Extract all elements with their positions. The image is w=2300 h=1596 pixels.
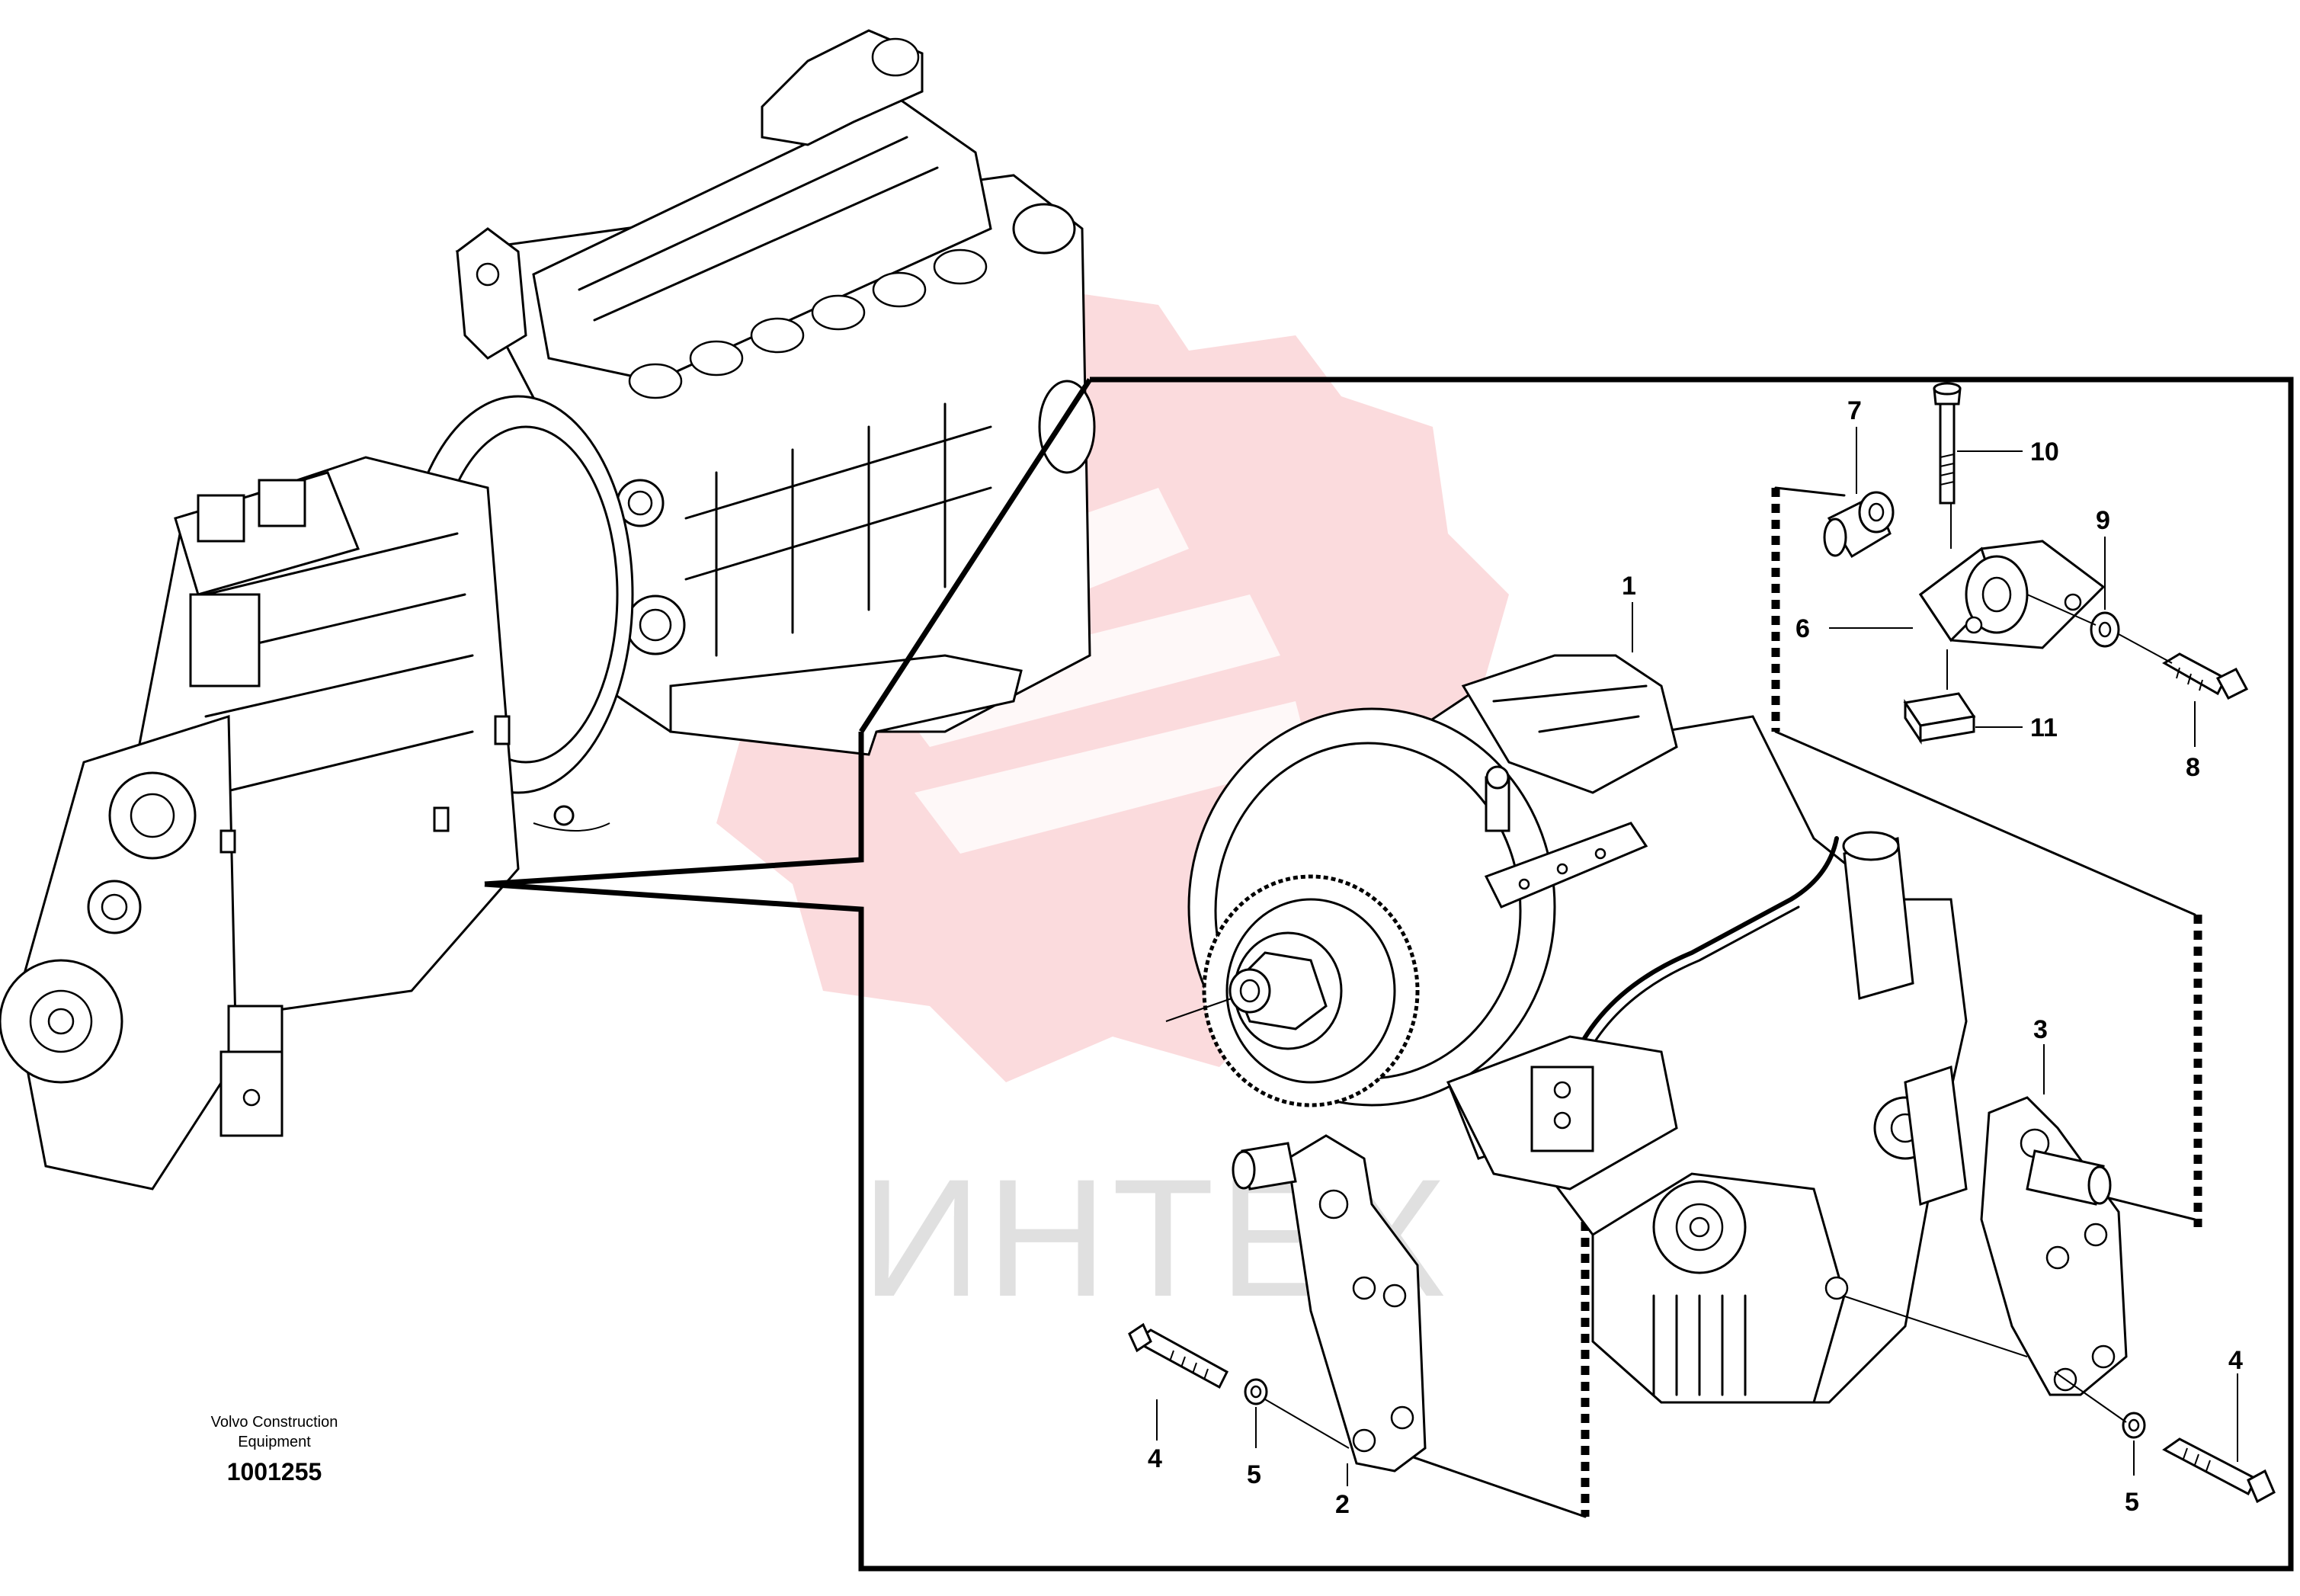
mount-bracket-part6 bbox=[1918, 540, 2106, 649]
bolt-right-part4 bbox=[2162, 1437, 2276, 1504]
screw-part8 bbox=[2162, 652, 2249, 700]
callout-7: 7 bbox=[1847, 396, 1862, 425]
washer-right-part5 bbox=[2122, 1412, 2146, 1439]
bracket-right-part3 bbox=[1980, 1096, 2128, 1396]
callout-1: 1 bbox=[1622, 572, 1636, 601]
callout-6: 6 bbox=[1795, 614, 1810, 643]
rubber-cushion-part7 bbox=[1823, 491, 1895, 559]
washer-left-part5 bbox=[1244, 1378, 1268, 1405]
bolt-part10 bbox=[1933, 382, 1962, 505]
drawing-number: 1001255 bbox=[227, 1458, 322, 1485]
callout-5-right: 5 bbox=[2125, 1488, 2139, 1517]
washer-part9 bbox=[2090, 611, 2120, 648]
callout-2: 2 bbox=[1335, 1490, 1350, 1519]
drawing-credit: Volvo Construction Equipment 1001255 bbox=[211, 1414, 338, 1485]
callout-labels: 1 2 3 4 4 5 5 6 7 8 9 10 11 bbox=[1148, 396, 2243, 1519]
callout-4-left: 4 bbox=[1148, 1444, 1162, 1473]
spacer-part11 bbox=[1903, 692, 1976, 745]
dashed-subframes bbox=[1385, 486, 2202, 1518]
engine-assembly-illustration bbox=[0, 29, 1096, 1191]
leader-lines bbox=[1156, 427, 2238, 1486]
callout-5-left: 5 bbox=[1247, 1460, 1261, 1489]
bracket-left-part2 bbox=[1232, 1134, 1427, 1473]
bolt-left-part4 bbox=[1128, 1322, 1228, 1389]
callout-9: 9 bbox=[2096, 506, 2110, 535]
detail-frame bbox=[484, 377, 2294, 1572]
transmission-assembly bbox=[1187, 654, 1968, 1404]
callout-10: 10 bbox=[2030, 437, 2059, 466]
company-name-line2: Equipment bbox=[238, 1434, 311, 1450]
callout-3: 3 bbox=[2033, 1015, 2048, 1044]
callout-8: 8 bbox=[2186, 753, 2200, 782]
callout-11: 11 bbox=[2030, 713, 2058, 742]
callout-4-right: 4 bbox=[2228, 1346, 2243, 1375]
company-name-line1: Volvo Construction bbox=[211, 1414, 338, 1431]
